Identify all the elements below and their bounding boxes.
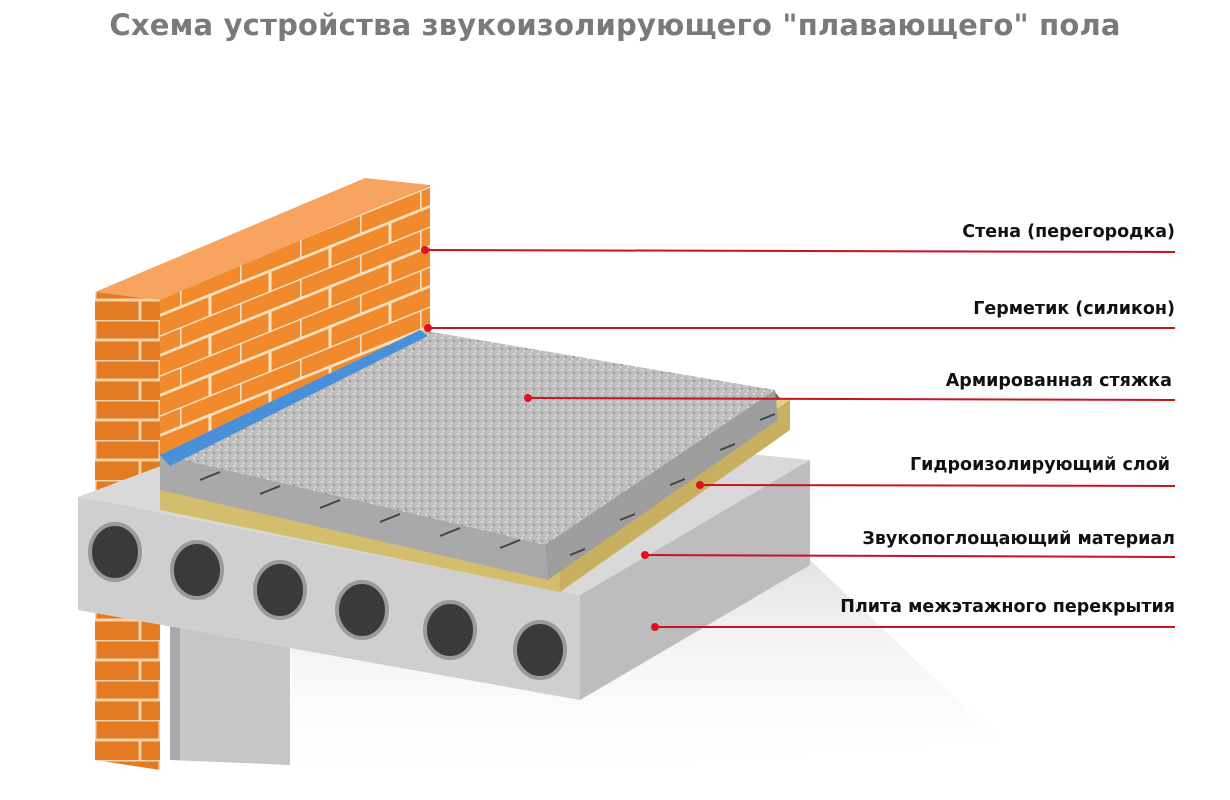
slab-holes — [88, 522, 567, 680]
sealant-strip — [160, 330, 428, 466]
diagram-title: Схема устройства звукоизолирующего "плав… — [109, 8, 1121, 42]
label-screed: Армированная стяжка — [945, 371, 1172, 391]
label-sealant: Герметик (силикон) — [973, 299, 1175, 319]
label-waterproofing: Гидроизолирующий слой — [909, 455, 1170, 475]
support-wall — [170, 615, 290, 765]
leader-lines — [424, 249, 1176, 628]
label-slab: Плита межэтажного перекрытия — [840, 597, 1175, 617]
label-sound-absorbing: Звукопоглощающий материал — [862, 529, 1175, 549]
label-wall: Стена (перегородка) — [962, 222, 1175, 242]
leader-dots — [421, 246, 704, 631]
